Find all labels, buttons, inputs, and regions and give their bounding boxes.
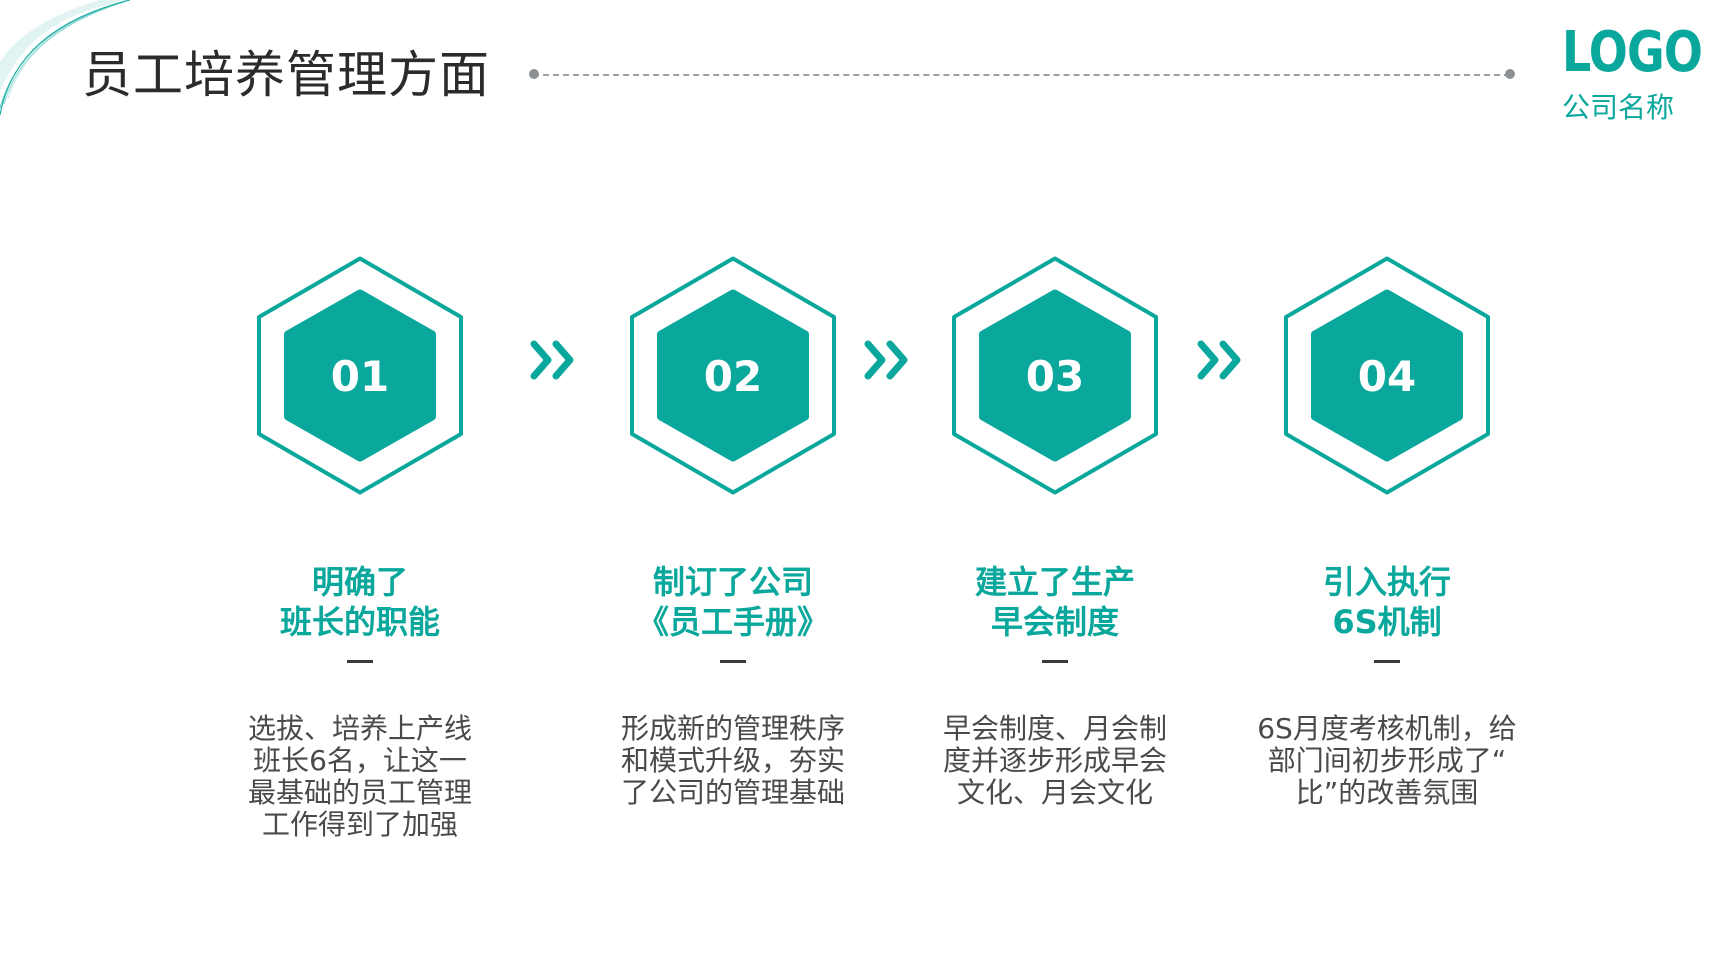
chevron-right-icon [530, 340, 552, 380]
divider-dot-right [1505, 69, 1515, 79]
step-description-line: 部门间初步形成了“ [1267, 744, 1507, 777]
step-description-line: 了公司的管理基础 [620, 776, 845, 809]
step-description-line: 早会制度、月会制 [942, 712, 1167, 745]
step-number: 03 [1026, 352, 1084, 401]
chevron-right-icon [1219, 340, 1241, 380]
step-title-line: 6S机制 [1332, 603, 1442, 641]
step-description-line: 6S月度考核机制，给 [1257, 712, 1517, 745]
step-02-title: 制订了公司《员工手册》 [603, 562, 863, 642]
double-chevron-right-icon [864, 340, 908, 380]
step-02-description: 形成新的管理秩序和模式升级，夯实了公司的管理基础 [603, 713, 863, 809]
hexagon-outline [257, 256, 463, 495]
step-01-dash [347, 660, 373, 663]
step-02-hexagon-icon: 02 [630, 256, 836, 495]
title-divider-line [533, 74, 1510, 76]
hexagon-outline [952, 256, 1158, 495]
step-04-dash [1374, 660, 1400, 663]
step-description-line: 工作得到了加强 [261, 808, 458, 841]
step-description-line: 形成新的管理秩序 [620, 712, 845, 745]
step-01-title: 明确了班长的职能 [230, 562, 490, 642]
hexagon-fill [979, 289, 1131, 462]
step-description-line: 班长6名，让这一 [253, 744, 467, 777]
step-description-line: 文化、月会文化 [956, 776, 1153, 809]
step-title-line: 《员工手册》 [636, 603, 829, 641]
step-number: 04 [1358, 352, 1416, 401]
step-03-title: 建立了生产早会制度 [925, 562, 1185, 642]
step-title-line: 早会制度 [990, 603, 1119, 641]
chevron-right-icon [886, 340, 908, 380]
double-chevron-right-icon [1197, 340, 1241, 380]
double-chevron-right-icon [530, 340, 574, 380]
step-title-line: 明确了 [311, 563, 408, 601]
hexagon-fill [1311, 289, 1463, 462]
step-number: 02 [704, 352, 762, 401]
step-number: 01 [331, 352, 389, 401]
step-description-line: 度并逐步形成早会 [942, 744, 1167, 777]
company-name: 公司名称 [1562, 91, 1675, 124]
hexagon-fill [284, 289, 436, 462]
corner-wave-decoration [0, 0, 131, 116]
step-title-line: 制订了公司 [652, 563, 813, 601]
step-04-description: 6S月度考核机制，给部门间初步形成了“比”的改善氛围 [1257, 713, 1517, 809]
hexagon-fill [657, 289, 809, 462]
step-01-hexagon-icon: 01 [257, 256, 463, 495]
step-description-line: 比”的改善氛围 [1295, 776, 1479, 809]
step-02-dash [720, 660, 746, 663]
hexagon-outline [1284, 256, 1490, 495]
step-title-line: 建立了生产 [974, 563, 1135, 601]
step-03-hexagon-icon: 03 [952, 256, 1158, 495]
step-04-hexagon-icon: 04 [1284, 256, 1490, 495]
chevron-right-icon [864, 340, 886, 380]
step-03-dash [1042, 660, 1068, 663]
step-description-line: 和模式升级，夯实 [620, 744, 845, 777]
logo: LOGO [1562, 20, 1703, 85]
chevron-right-icon [1197, 340, 1219, 380]
chevron-right-icon [552, 340, 574, 380]
divider-dot-left [529, 69, 539, 79]
step-description-line: 选拔、培养上产线 [247, 712, 472, 745]
step-01-description: 选拔、培养上产线班长6名，让这一最基础的员工管理工作得到了加强 [230, 713, 490, 841]
step-title-line: 班长的职能 [279, 603, 440, 641]
step-title-line: 引入执行 [1322, 563, 1451, 601]
page-title: 员工培养管理方面 [82, 46, 490, 104]
hexagon-outline [630, 256, 836, 495]
step-03-description: 早会制度、月会制度并逐步形成早会文化、月会文化 [925, 713, 1185, 809]
step-description-line: 最基础的员工管理 [247, 776, 472, 809]
